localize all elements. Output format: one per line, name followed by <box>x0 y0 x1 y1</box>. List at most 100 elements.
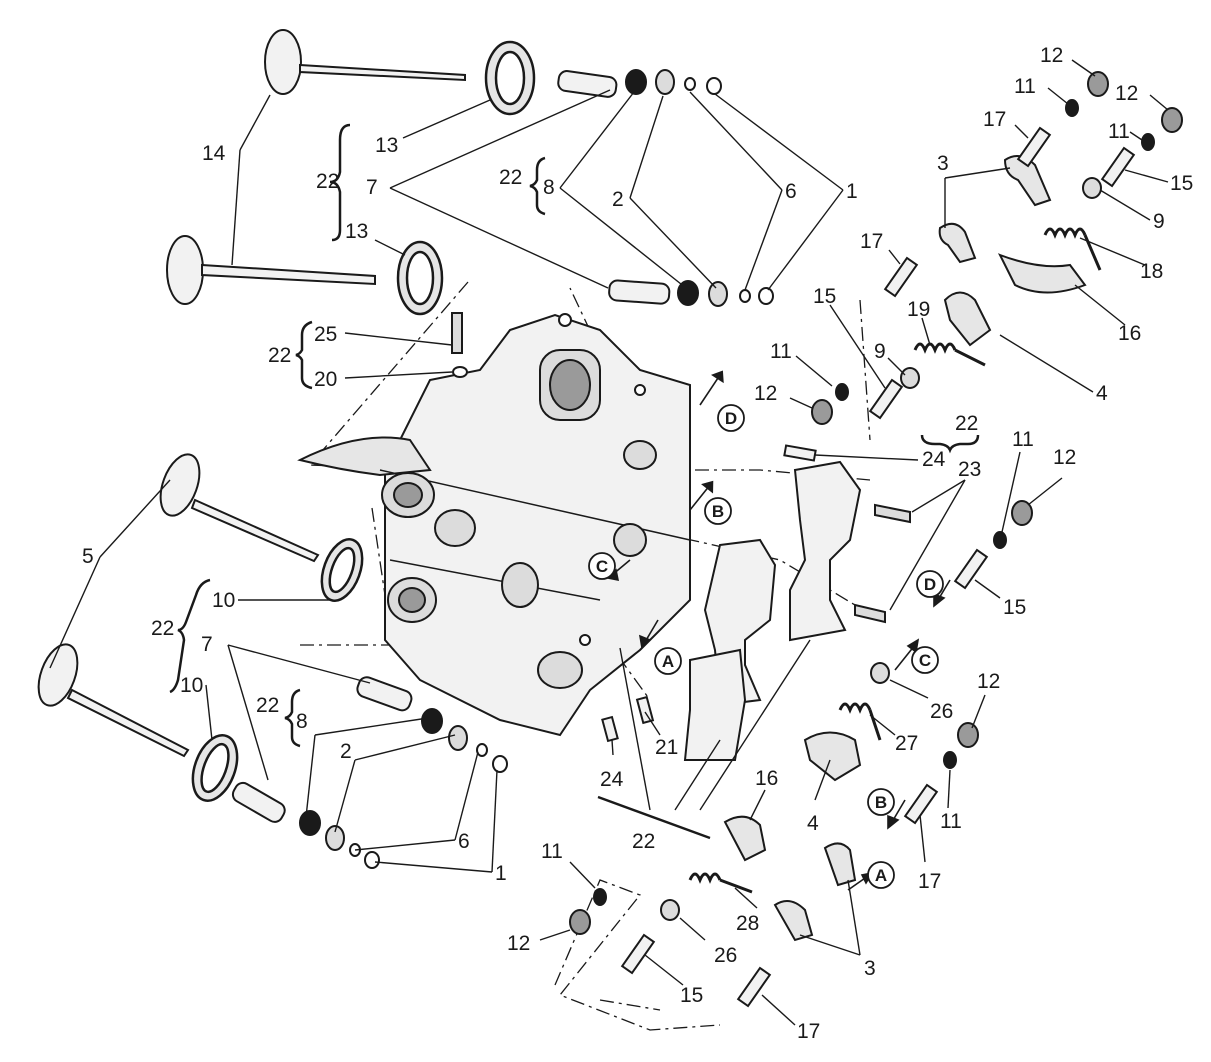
part-label-11-e: 11 <box>940 810 962 833</box>
valves <box>37 29 466 758</box>
caps-and-bolts <box>451 71 1183 935</box>
part-label-24-top: 24 <box>922 448 946 471</box>
part-label-24-lower: 24 <box>600 768 624 791</box>
callout-A-mid-letter: A <box>662 652 674 671</box>
brace-22-right <box>920 434 980 454</box>
part-label-22-top: 22 <box>316 170 339 193</box>
part-label-19: 19 <box>907 298 930 321</box>
callout-A-right-letter: A <box>875 866 887 885</box>
callout-B-top-letter: B <box>712 502 724 521</box>
part-label-5: 5 <box>82 545 94 568</box>
part-label-2-lower: 2 <box>340 740 352 763</box>
part-label-15-b: 15 <box>813 285 836 308</box>
part-label-10-lower: 10 <box>180 674 203 697</box>
callout-B-top: B <box>704 497 732 525</box>
rocker-arms <box>723 155 1087 942</box>
brace-22-bottom <box>597 795 711 840</box>
brace-22-lower-left <box>169 578 211 694</box>
part-label-17-b: 17 <box>860 230 883 253</box>
callout-D-right-letter: D <box>924 575 936 594</box>
part-label-12-d: 12 <box>1053 446 1076 469</box>
brace-22-25-20 <box>295 320 313 390</box>
part-label-26-a: 26 <box>930 700 953 723</box>
part-label-9-a: 9 <box>1153 210 1165 233</box>
part-label-7-lower: 7 <box>201 633 213 656</box>
part-label-6-lower: 6 <box>458 830 470 853</box>
part-label-4-lower: 4 <box>807 812 819 835</box>
part-label-11-a: 11 <box>1014 75 1036 98</box>
part-label-3-top: 3 <box>937 152 949 175</box>
callout-C-right: C <box>911 646 939 674</box>
part-label-12-a: 12 <box>1040 44 1063 67</box>
part-label-13-top: 13 <box>375 134 398 157</box>
callout-B-right: B <box>867 788 895 816</box>
part-label-22-right: 22 <box>955 412 978 435</box>
part-label-13-lower: 13 <box>345 220 368 243</box>
cam-supports <box>683 460 862 761</box>
part-label-27: 27 <box>895 732 918 755</box>
part-label-12-b: 12 <box>1115 82 1138 105</box>
braces <box>169 123 980 840</box>
valve-left-1 <box>159 453 320 563</box>
callout-B-right-letter: B <box>875 793 887 812</box>
part-label-12-c: 12 <box>754 382 777 405</box>
part-label-22-8-lower: 22 <box>256 694 279 717</box>
callout-C-left: C <box>588 552 616 580</box>
callout-A-mid: A <box>654 647 682 675</box>
leader-lines <box>49 59 1169 1026</box>
valve-guides <box>231 70 671 823</box>
part-label-17-d: 17 <box>797 1020 820 1043</box>
part-label-20: 20 <box>314 368 337 391</box>
bolts-23 <box>854 503 911 624</box>
callout-A-right: A <box>867 861 895 889</box>
part-label-17-a: 17 <box>983 108 1006 131</box>
brace-22-top <box>329 123 351 242</box>
part-label-11-c: 11 <box>770 340 792 363</box>
callout-D-right: D <box>916 570 944 598</box>
part-label-26-b: 26 <box>714 944 737 967</box>
stud-25 <box>451 312 468 378</box>
part-label-10-upper: 10 <box>212 589 235 612</box>
part-label-16-top: 16 <box>1118 322 1141 345</box>
part-label-22-8-top: 22 <box>499 166 522 189</box>
valve-collets <box>299 69 774 869</box>
callout-D-top: D <box>717 404 745 432</box>
pivots-9-26 <box>660 177 1102 921</box>
part-label-7-top: 7 <box>366 176 378 199</box>
caps-12 <box>569 71 1183 935</box>
part-label-12-f: 12 <box>507 932 530 955</box>
part-label-8-top: 8 <box>543 176 555 199</box>
callout-D-top-letter: D <box>725 409 737 428</box>
part-label-1-lower: 1 <box>495 862 507 885</box>
part-label-22-25: 22 <box>268 344 291 367</box>
part-label-3-lower: 3 <box>864 957 876 980</box>
cylinder-head <box>297 313 691 737</box>
part-label-14: 14 <box>202 142 226 165</box>
part-label-21: 21 <box>655 736 678 759</box>
part-label-15-a: 15 <box>1170 172 1193 195</box>
brace-22-8-lower <box>284 688 301 748</box>
part-label-16-lower: 16 <box>755 767 778 790</box>
part-labels: 14 13 22 7 13 22 8 2 6 1 25 22 20 12 11 … <box>82 44 1193 1043</box>
part-label-22-bottom: 22 <box>632 830 655 853</box>
part-label-12-e: 12 <box>977 670 1000 693</box>
valve-top-1 <box>264 29 466 95</box>
valve-seats <box>191 40 536 802</box>
part-label-15-d: 15 <box>680 984 703 1007</box>
valve-left-2 <box>37 643 190 758</box>
part-label-11-b: 11 <box>1108 120 1130 143</box>
part-label-18: 18 <box>1140 260 1163 283</box>
valve-top-2 <box>166 235 376 305</box>
part-label-25: 25 <box>314 323 337 346</box>
callout-circles: D B C A D C B A <box>588 404 944 889</box>
part-label-17-c: 17 <box>918 870 941 893</box>
part-label-23: 23 <box>958 458 981 481</box>
part-label-8-lower: 8 <box>296 710 308 733</box>
shafts-and-pins <box>601 126 1136 1008</box>
part-label-11-f: 11 <box>541 840 563 863</box>
callout-C-left-letter: C <box>596 557 608 576</box>
brace-22-8-top <box>529 156 546 216</box>
part-label-6-top: 6 <box>785 180 797 203</box>
